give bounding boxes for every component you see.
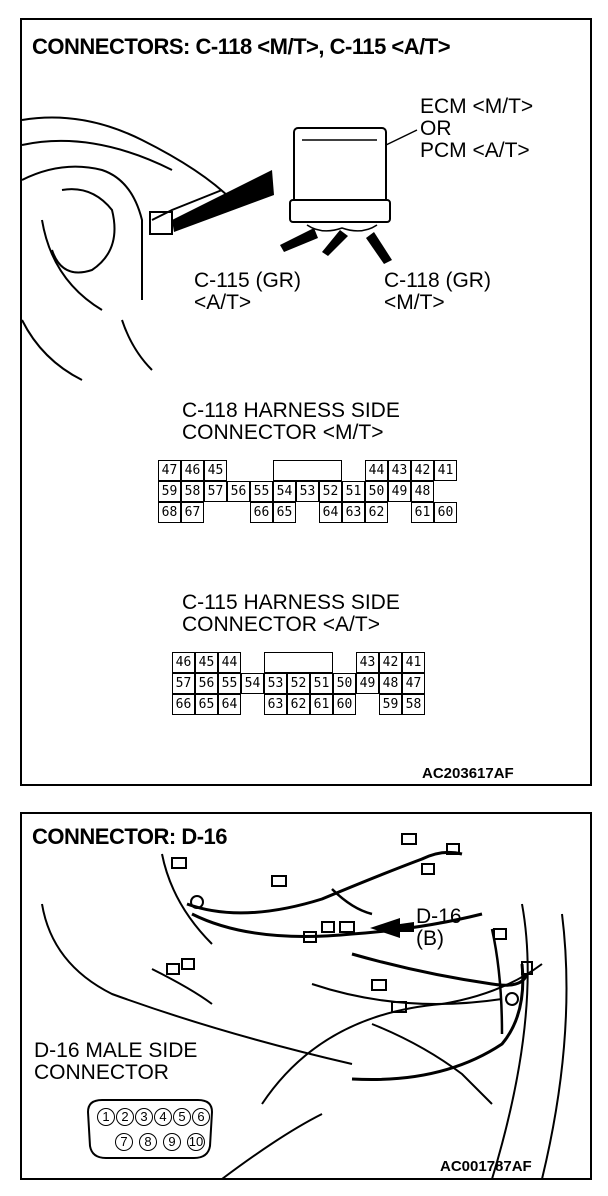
pin-cell: 61 [310,694,333,715]
empty-cavity [273,460,342,481]
c118-heading: C-118 HARNESS SIDE CONNECTOR <M/T> [182,399,400,444]
panel-title: CONNECTORS: C-118 <M/T>, C-115 <A/T> [32,34,451,59]
pin-cell: 45 [195,652,218,673]
pin-cell: 45 [204,460,227,481]
pin-cell: 46 [172,652,195,673]
pin-cell: 47 [158,460,181,481]
figure-code: AC203617AF [422,765,514,782]
d16-pin: 10 [187,1133,205,1151]
pin-cell: 42 [411,460,434,481]
pin-cell: 66 [250,502,273,523]
pin-cell: 65 [195,694,218,715]
d16-pin: 7 [115,1133,133,1151]
pin-cell: 54 [241,673,264,694]
pin-cell: 49 [356,673,379,694]
pin-cell: 42 [379,652,402,673]
d16-pin: 3 [135,1108,153,1126]
pin-cell: 58 [181,481,204,502]
d16-pin: 5 [173,1108,191,1126]
pin-cell: 51 [342,481,365,502]
pin-cell: 48 [411,481,434,502]
d16-pin: 6 [192,1108,210,1126]
pin-cell: 56 [195,673,218,694]
connector-d16-panel: CONNECTOR: D-16 [20,812,592,1180]
pin-cell: 59 [379,694,402,715]
c115-callout: C-115 (GR) <A/T> [194,269,301,314]
pin-cell: 52 [287,673,310,694]
pin-cell: 48 [379,673,402,694]
pin-cell: 57 [204,481,227,502]
pin-cell: 53 [264,673,287,694]
pin-cell: 67 [181,502,204,523]
pin-cell: 44 [365,460,388,481]
pin-cell: 53 [296,481,319,502]
pin-cell: 43 [356,652,379,673]
pin-cell: 66 [172,694,195,715]
dashboard-ecm-illustration [21,116,418,381]
pin-cell: 43 [388,460,411,481]
d16-pin: 2 [116,1108,134,1126]
pin-cell: 58 [402,694,425,715]
pin-cell: 44 [218,652,241,673]
pin-cell: 46 [181,460,204,481]
pin-cell: 68 [158,502,181,523]
pin-cell: 50 [365,481,388,502]
pin-cell: 62 [365,502,388,523]
ecm-pcm-label: ECM <M/T> OR PCM <A/T> [420,95,534,162]
pin-cell: 59 [158,481,181,502]
pin-cell: 64 [319,502,342,523]
d16-male-label: D-16 MALE SIDE CONNECTOR [34,1039,198,1084]
pin-cell: 63 [342,502,365,523]
pin-cell: 56 [227,481,250,502]
pin-cell: 62 [287,694,310,715]
connector-c118-c115-panel: CONNECTORS: C-118 <M/T>, C-115 <A/T> [20,18,592,786]
pin-cell: 54 [273,481,296,502]
pin-cell: 51 [310,673,333,694]
empty-cavity [264,652,333,673]
pin-cell: 41 [402,652,425,673]
pin-cell: 49 [388,481,411,502]
pin-cell: 60 [434,502,457,523]
pin-cell: 64 [218,694,241,715]
d16-callout: D-16 (B) [416,905,462,950]
d16-pin: 9 [163,1133,181,1151]
figure-code: AC001787AF [440,1158,532,1175]
d16-pin: 1 [97,1108,115,1126]
pin-cell: 65 [273,502,296,523]
pin-cell: 55 [218,673,241,694]
pin-cell: 47 [402,673,425,694]
panel-title: CONNECTOR: D-16 [32,824,228,849]
pin-cell: 61 [411,502,434,523]
pin-cell: 41 [434,460,457,481]
d16-pin: 8 [139,1133,157,1151]
d16-pin: 4 [154,1108,172,1126]
pin-cell: 50 [333,673,356,694]
pin-cell: 55 [250,481,273,502]
pin-cell: 60 [333,694,356,715]
c118-callout: C-118 (GR) <M/T> [384,269,491,314]
pin-cell: 52 [319,481,342,502]
c115-heading: C-115 HARNESS SIDE CONNECTOR <A/T> [182,591,400,636]
pin-cell: 63 [264,694,287,715]
harness-illustration [41,833,568,1180]
pin-cell: 57 [172,673,195,694]
